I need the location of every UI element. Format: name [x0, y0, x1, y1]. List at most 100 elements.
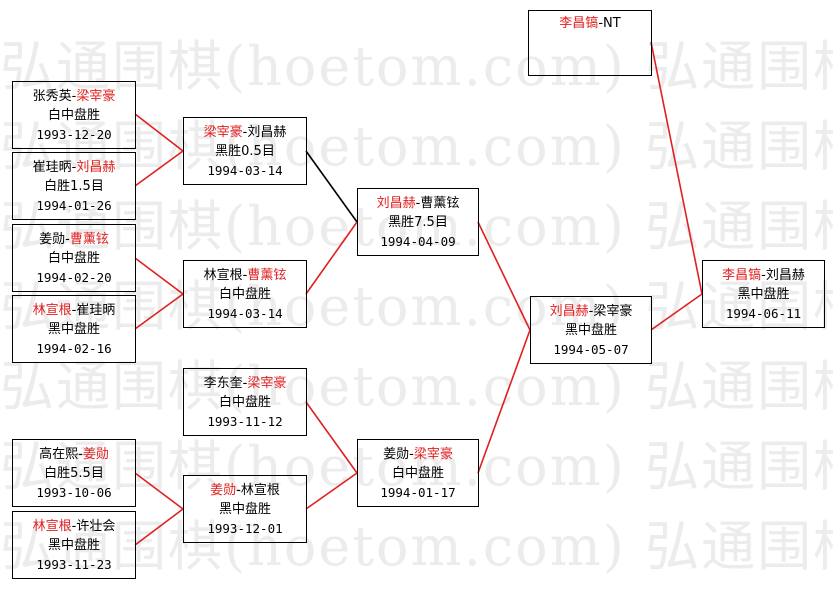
player-1: 刘昌赫: [549, 304, 589, 319]
separator: -: [71, 160, 77, 175]
match-date: 1994-04-09: [380, 234, 456, 249]
player-1: 姜勋: [39, 232, 66, 247]
match-date: 1994-01-17: [380, 485, 456, 500]
player-1: 李昌镐: [722, 268, 762, 283]
connector-r2_4-r3_2: [305, 472, 358, 510]
separator: -: [242, 268, 248, 283]
player-2: 梁宰豪: [247, 376, 287, 391]
player-2: 刘昌赫: [247, 125, 287, 140]
match-players: 崔珪昞-刘昌赫: [13, 158, 135, 177]
connector-r2_1-r3_1: [305, 150, 358, 223]
player-1: 林宣根: [32, 303, 72, 318]
connector-seed-final: [650, 41, 703, 295]
separator: -: [71, 303, 77, 318]
separator: -: [78, 447, 83, 462]
player-2: 曹薰铉: [69, 232, 109, 247]
match-result: 白胜5.5目: [44, 466, 104, 481]
match-players: 姜勋-曹薰铉: [13, 230, 135, 249]
player-1: 林宣根: [203, 268, 243, 283]
match-box: 林宣根-曹薰铉 白中盘胜 1994-03-14: [183, 260, 307, 328]
player-1: 高在熙: [39, 447, 79, 462]
match-result: 黑中盘胜: [47, 538, 100, 553]
match-box: 崔珪昞-刘昌赫 白胜1.5目 1994-01-26: [12, 152, 136, 220]
player-1: 李东奎: [203, 376, 243, 391]
player-2: 梁宰豪: [593, 304, 633, 319]
match-players: 刘昌赫-曹薰铉: [358, 194, 478, 213]
connector-r2_3-r3_2: [305, 401, 358, 474]
match-date: 1994-01-26: [36, 198, 112, 213]
match-date: 1994-06-11: [725, 306, 802, 321]
match-result: 白中盘胜: [218, 395, 271, 410]
separator: -: [242, 125, 248, 140]
match-date: 1994-02-20: [36, 270, 112, 285]
match-result: 白中盘胜: [218, 287, 271, 302]
match-players: 李昌镐-NT: [529, 14, 651, 33]
separator: -: [588, 304, 594, 319]
match-result: 白中盘胜: [47, 251, 100, 266]
player-1: 张秀英: [32, 89, 72, 104]
separator: -: [242, 376, 248, 391]
connector-r3_1-semi: [477, 221, 531, 331]
match-box: 刘昌赫-曹薰铉 黑胜7.5目 1994-04-09: [357, 188, 479, 256]
player-1: 林宣根: [32, 519, 72, 534]
separator: -: [761, 268, 766, 283]
player-2: 刘昌赫: [765, 268, 805, 283]
connector-r1_1-r2_1: [134, 113, 184, 152]
match-date: 1993-12-20: [36, 127, 112, 142]
player-2: 梁宰豪: [413, 447, 453, 462]
match-result: 黑胜7.5目: [388, 215, 448, 230]
connector-r1_2-r2_1: [134, 150, 184, 187]
match-box: 李昌镐-刘昌赫 黑中盘胜 1994-06-11: [702, 260, 825, 328]
player-1: 梁宰豪: [203, 125, 243, 140]
match-players: 姜勋-林宣根: [184, 481, 306, 500]
match-box: 张秀英-梁宰豪 白中盘胜 1993-12-20: [12, 81, 136, 149]
match-box: 李东奎-梁宰豪 白中盘胜 1993-11-12: [183, 368, 307, 436]
match-date: 1994-03-14: [207, 163, 283, 178]
connector-r1_6-r2_4: [134, 508, 184, 546]
match-players: 张秀英-梁宰豪: [13, 87, 135, 106]
match-date: 1994-03-14: [207, 306, 283, 321]
match-date: 1993-11-23: [36, 557, 112, 572]
player-2: 曹薰铉: [247, 268, 287, 283]
match-date: 1993-10-06: [36, 485, 112, 500]
match-date: 1993-11-12: [207, 414, 283, 429]
match-box: 姜勋-曹薰铉 白中盘胜 1994-02-20: [12, 224, 136, 292]
match-box: 李昌镐-NT: [528, 10, 652, 76]
separator: -: [71, 89, 77, 104]
connector-r3_2-semi: [477, 329, 531, 474]
separator: -: [236, 483, 241, 498]
match-result: 黑胜0.5目: [215, 144, 275, 159]
match-box: 林宣根-许壮会 黑中盘胜 1993-11-23: [12, 511, 136, 579]
player-2: 林宣根: [240, 483, 280, 498]
match-players: 李昌镐-刘昌赫: [703, 266, 824, 285]
match-players: 林宣根-许壮会: [13, 517, 135, 536]
match-box: 姜勋-梁宰豪 白中盘胜 1994-01-17: [357, 439, 479, 507]
player-2: 崔珪昞: [76, 303, 116, 318]
match-result: 黑中盘胜: [218, 502, 271, 517]
player-1: 崔珪昞: [32, 160, 72, 175]
match-players: 姜勋-梁宰豪: [358, 445, 478, 464]
match-result: 白中盘胜: [391, 466, 444, 481]
match-players: 李东奎-梁宰豪: [184, 374, 306, 393]
separator: -: [71, 519, 77, 534]
match-box: 林宣根-崔珪昞 黑中盘胜 1994-02-16: [12, 295, 136, 363]
match-result: 白胜1.5目: [44, 179, 104, 194]
match-box: 刘昌赫-梁宰豪 黑中盘胜 1994-05-07: [530, 296, 652, 364]
match-date: 1993-12-01: [207, 521, 283, 536]
separator: -: [598, 16, 604, 31]
player-2: NT: [603, 16, 621, 31]
player-1: 姜勋: [210, 483, 237, 498]
match-players: 林宣根-曹薰铉: [184, 266, 306, 285]
player-2: 许壮会: [76, 519, 116, 534]
separator: -: [65, 232, 70, 247]
player-2: 姜勋: [82, 447, 109, 462]
separator: -: [409, 447, 414, 462]
match-players: 林宣根-崔珪昞: [13, 301, 135, 320]
match-box: 高在熙-姜勋 白胜5.5目 1993-10-06: [12, 439, 136, 507]
match-box: 姜勋-林宣根 黑中盘胜 1993-12-01: [183, 475, 307, 543]
player-1: 姜勋: [383, 447, 410, 462]
player-1: 李昌镐: [559, 16, 599, 31]
connector-r1_4-r2_2: [134, 293, 184, 330]
